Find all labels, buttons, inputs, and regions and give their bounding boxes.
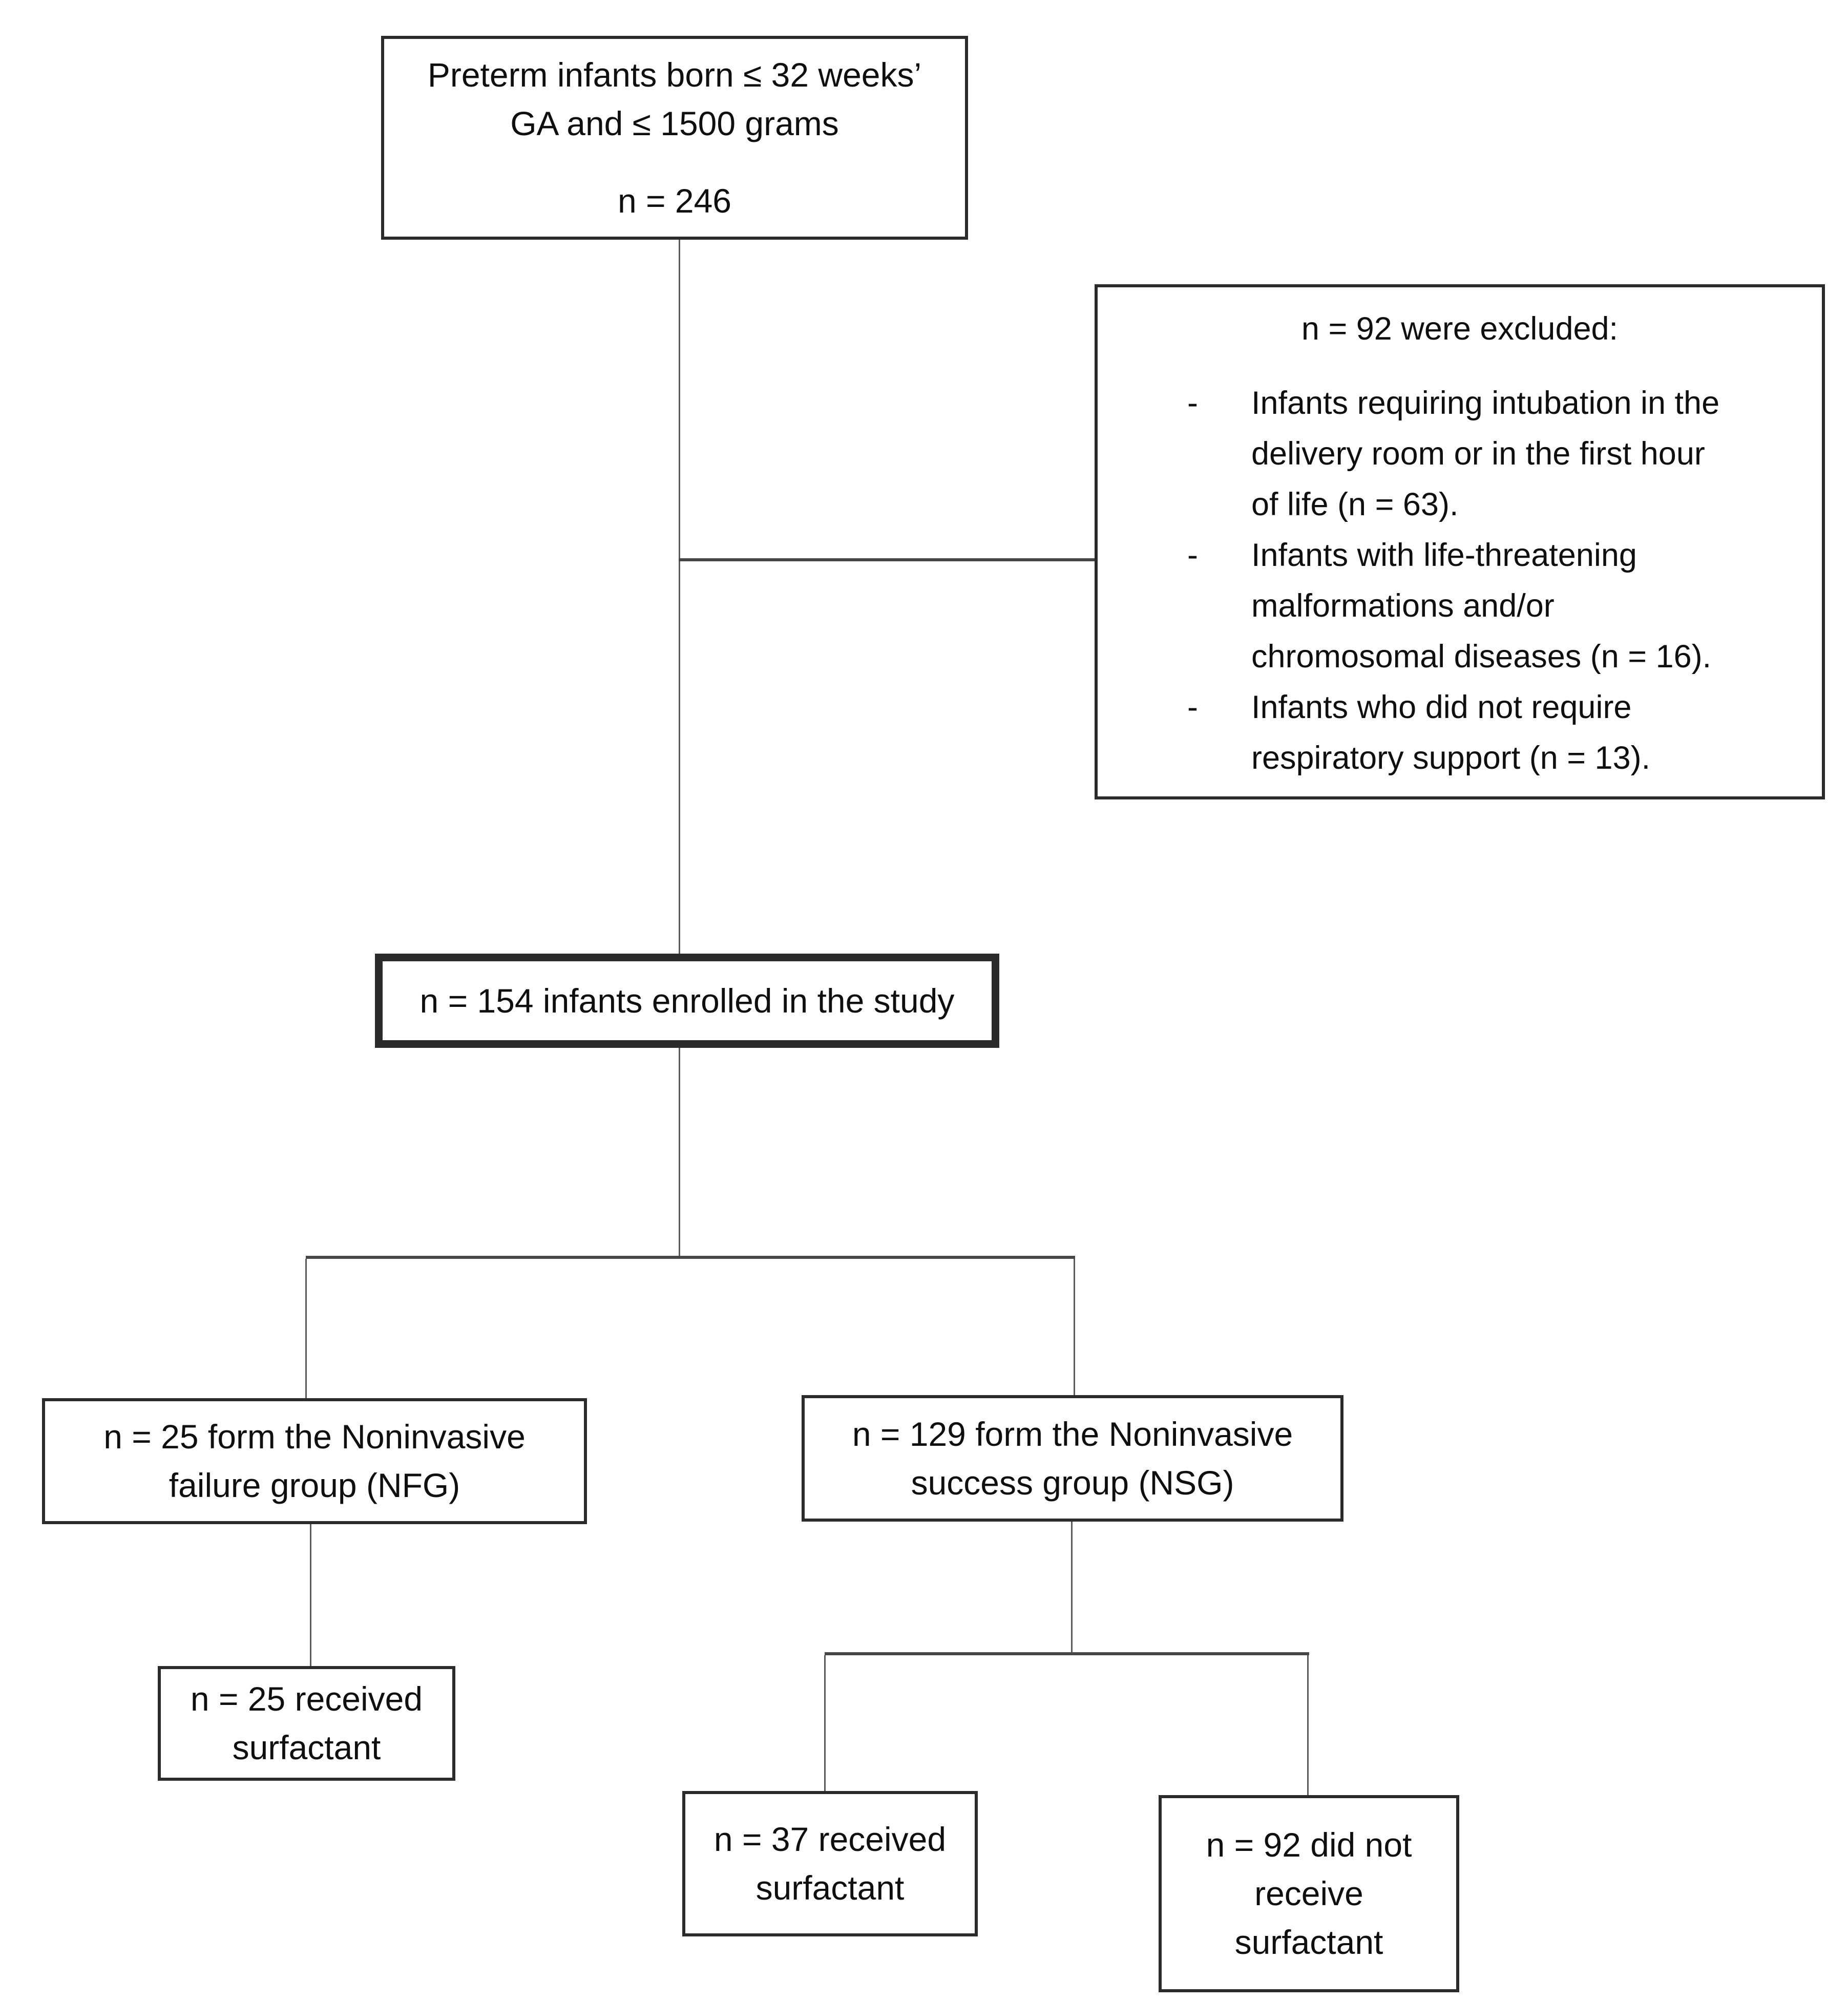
- bullet-dash: -: [1187, 689, 1198, 725]
- nsg-line1: n = 129 form the Noninvasive: [852, 1415, 1293, 1453]
- excluded-bullet-3: - Infants who did not require respirator…: [1098, 682, 1822, 784]
- nfg-surfactant-line1: n = 25 received: [190, 1680, 423, 1718]
- nsg-no-surfactant-line1: n = 92 did not: [1206, 1826, 1412, 1864]
- enrolled-box: n = 154 infants enrolled in the study: [375, 954, 999, 1048]
- connector-split-groups: [306, 1256, 1075, 1259]
- nfg-line1: n = 25 form the Noninvasive: [103, 1418, 526, 1456]
- bullet-dash: -: [1187, 385, 1198, 421]
- excluded-bullet-2-text: Infants with life-threatening malformati…: [1251, 530, 1711, 682]
- connector-enrolled-to-split: [679, 1048, 680, 1259]
- connector-to-excluded: [679, 558, 1095, 561]
- connector-drop-nsg-no-surfactant: [1307, 1655, 1309, 1795]
- eligible-line1: Preterm infants born ≤ 32 weeks’: [427, 55, 922, 94]
- connector-split-nsg-children: [825, 1652, 1309, 1655]
- excluded-bullet-2-line1: Infants with life-threatening: [1251, 537, 1637, 573]
- excluded-bullet-1-text: Infants requiring intubation in the deli…: [1251, 378, 1719, 530]
- excluded-heading: n = 92 were excluded:: [1301, 311, 1619, 347]
- eligible-box: Preterm infants born ≤ 32 weeks’ GA and …: [381, 36, 968, 240]
- nsg-surfactant-line2: surfactant: [755, 1869, 905, 1907]
- excluded-bullet-1: - Infants requiring intubation in the de…: [1098, 378, 1822, 530]
- excluded-bullet-1-line1: Infants requiring intubation in the: [1251, 385, 1720, 421]
- excluded-bullet-2-line3: chromosomal diseases (n = 16).: [1251, 639, 1712, 675]
- eligible-count: n = 246: [617, 181, 732, 220]
- connector-eligible-to-enrolled: [679, 240, 680, 954]
- nsg-no-surfactant-line3: surfactant: [1234, 1923, 1383, 1961]
- excluded-bullet-3-line1: Infants who did not require: [1251, 689, 1632, 725]
- connector-drop-nsg-surfactant: [824, 1655, 826, 1791]
- connector-nsg-to-split: [1071, 1522, 1073, 1654]
- excluded-bullet-1-line2: delivery room or in the first hour: [1251, 436, 1705, 472]
- nsg-no-surfactant-line2: receive: [1254, 1874, 1363, 1912]
- nfg-line2: failure group (NFG): [169, 1466, 460, 1504]
- nsg-line2: success group (NSG): [911, 1463, 1234, 1502]
- enrolled-text: n = 154 infants enrolled in the study: [419, 981, 955, 1020]
- nsg-surfactant-box: n = 37 received surfactant: [682, 1791, 978, 1936]
- nfg-box: n = 25 form the Noninvasive failure grou…: [42, 1398, 587, 1524]
- excluded-bullet-3-line2: respiratory support (n = 13).: [1251, 740, 1651, 776]
- nsg-surfactant-line1: n = 37 received: [713, 1820, 947, 1858]
- nfg-surfactant-box: n = 25 received surfactant: [158, 1666, 455, 1781]
- connector-drop-nsg: [1074, 1259, 1075, 1395]
- nsg-box: n = 129 form the Noninvasive success gro…: [802, 1395, 1343, 1522]
- bullet-dash: -: [1187, 537, 1198, 573]
- excluded-bullet-list: - Infants requiring intubation in the de…: [1098, 378, 1822, 784]
- nfg-surfactant-line2: surfactant: [232, 1729, 381, 1766]
- connector-drop-nfg: [305, 1259, 307, 1398]
- eligible-line2: GA and ≤ 1500 grams: [510, 104, 839, 142]
- excluded-bullet-2: - Infants with life-threatening malforma…: [1098, 530, 1822, 682]
- nsg-no-surfactant-box: n = 92 did not receive surfactant: [1159, 1795, 1459, 1992]
- excluded-bullet-1-line3: of life (n = 63).: [1251, 487, 1459, 522]
- excluded-box: n = 92 were excluded: - Infants requirin…: [1095, 284, 1825, 799]
- excluded-bullet-2-line2: malformations and/or: [1251, 588, 1555, 624]
- excluded-bullet-3-text: Infants who did not require respiratory …: [1251, 682, 1650, 784]
- connector-nfg-to-surfactant: [310, 1524, 311, 1666]
